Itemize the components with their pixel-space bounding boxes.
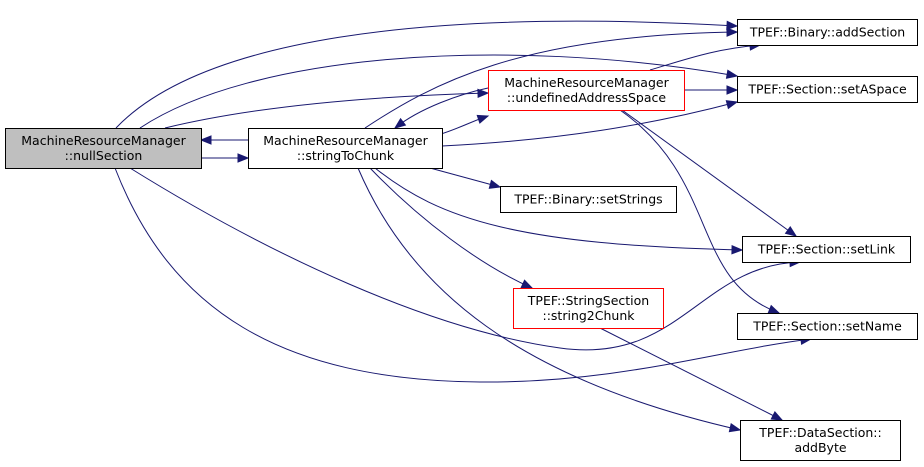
arrow-head	[770, 411, 784, 421]
edge-null-section-to-add-section	[115, 20, 739, 129]
edge-null-section-to-set-aspace	[139, 54, 739, 129]
edge-line	[364, 31, 738, 129]
edge-line	[394, 87, 489, 129]
node-set-link[interactable]: TPEF::Section::setLink	[742, 236, 911, 263]
edge-string-to-chunk-to-undefined-address-space	[440, 114, 490, 135]
node-null-section[interactable]: MachineResourceManager::nullSection	[5, 128, 202, 169]
edge-undefined-address-space-to-set-aspace	[684, 85, 739, 95]
edge-line	[429, 167, 501, 188]
edge-null-section-to-undefined-address-space	[164, 88, 490, 129]
edge-line	[129, 167, 801, 351]
arrow-head	[726, 85, 739, 95]
node-label: TPEF::StringSection	[527, 293, 649, 308]
node-box[interactable]	[737, 313, 918, 340]
arrow-head	[725, 100, 739, 110]
node-label: MachineResourceManager	[21, 133, 186, 148]
edge-string-to-chunk-to-null-section	[199, 135, 248, 145]
edge-null-section-to-set-name	[114, 167, 813, 383]
nodes-layer: MachineResourceManager::nullSectionMachi…	[5, 19, 918, 461]
edge-line	[164, 92, 489, 129]
arrow-head	[476, 114, 490, 124]
node-undefined-address-space[interactable]: MachineResourceManager::undefinedAddress…	[488, 70, 685, 111]
node-box[interactable]	[742, 236, 911, 263]
arrow-head	[488, 179, 502, 189]
edge-line	[369, 167, 533, 289]
edge-line	[621, 109, 797, 237]
node-box[interactable]	[737, 76, 918, 103]
edge-undefined-address-space-to-set-link	[621, 109, 798, 237]
edges-layer	[114, 20, 813, 433]
node-label: TPEF::Binary::setStrings	[513, 192, 662, 207]
arrow-head	[237, 153, 250, 163]
node-box[interactable]	[740, 420, 901, 461]
node-label: TPEF::DataSection::	[758, 425, 881, 440]
arrow-head	[767, 304, 781, 314]
arrow-head	[393, 117, 407, 129]
arrow-head	[726, 27, 739, 37]
edge-null-section-to-string-to-chunk	[201, 153, 250, 163]
arrow-head	[784, 226, 798, 237]
node-box[interactable]	[488, 70, 685, 111]
node-box[interactable]	[248, 128, 443, 169]
arrow-head	[725, 69, 739, 79]
node-label: ::undefinedAddressSpace	[507, 90, 666, 105]
edge-string-to-chunk-to-add-section	[364, 27, 739, 129]
node-set-name[interactable]: TPEF::Section::setName	[737, 313, 918, 340]
node-label: TPEF::Binary::addSection	[749, 25, 905, 40]
node-string-to-chunk[interactable]: MachineResourceManager::stringToChunk	[248, 128, 443, 169]
edge-string-to-chunk-to-set-link	[374, 167, 744, 255]
edge-string-to-chunk-to-add-byte	[357, 167, 742, 433]
node-label: ::stringToChunk	[297, 148, 395, 163]
edge-line	[441, 101, 738, 147]
node-add-section[interactable]: TPEF::Binary::addSection	[737, 19, 918, 46]
node-string2chunk[interactable]: TPEF::StringSection::string2Chunk	[513, 288, 664, 329]
arrow-head	[477, 88, 490, 99]
node-box[interactable]	[500, 186, 677, 213]
edge-line	[357, 167, 741, 431]
edge-line	[374, 167, 743, 251]
edge-string-to-chunk-to-string2chunk	[369, 167, 534, 289]
node-set-aspace[interactable]: TPEF::Section::setASpace	[737, 76, 918, 103]
node-label: ::string2Chunk	[543, 308, 636, 323]
edge-string-to-chunk-to-set-strings	[429, 167, 502, 189]
arrow-head	[728, 423, 742, 433]
arrow-head	[520, 279, 534, 289]
edge-line	[599, 327, 783, 421]
node-label: ::nullSection	[65, 148, 143, 163]
node-label: TPEF::Section::setASpace	[747, 82, 907, 97]
edge-line	[114, 167, 812, 383]
node-label: TPEF::Section::setName	[752, 319, 902, 334]
node-set-strings[interactable]: TPEF::Binary::setStrings	[500, 186, 677, 213]
edge-line	[139, 54, 738, 129]
edge-line	[115, 20, 738, 129]
node-box[interactable]	[513, 288, 664, 329]
arrow-head	[731, 245, 744, 255]
node-label: MachineResourceManager	[263, 133, 428, 148]
edge-undefined-address-space-to-string-to-chunk	[393, 87, 489, 129]
edge-string-to-chunk-to-set-aspace	[441, 100, 739, 147]
node-box[interactable]	[737, 19, 918, 46]
node-add-byte[interactable]: TPEF::DataSection::addByte	[740, 420, 901, 461]
arrow-head	[726, 20, 739, 31]
arrow-head	[199, 135, 212, 145]
edge-null-section-to-set-link	[129, 167, 802, 351]
edge-string2chunk-to-add-byte	[599, 327, 784, 421]
node-label: addByte	[794, 440, 846, 455]
node-label: TPEF::Section::setLink	[757, 242, 896, 257]
node-box[interactable]	[5, 128, 202, 169]
edge-line	[649, 44, 761, 71]
edge-line	[619, 109, 780, 314]
node-label: MachineResourceManager	[504, 75, 669, 90]
